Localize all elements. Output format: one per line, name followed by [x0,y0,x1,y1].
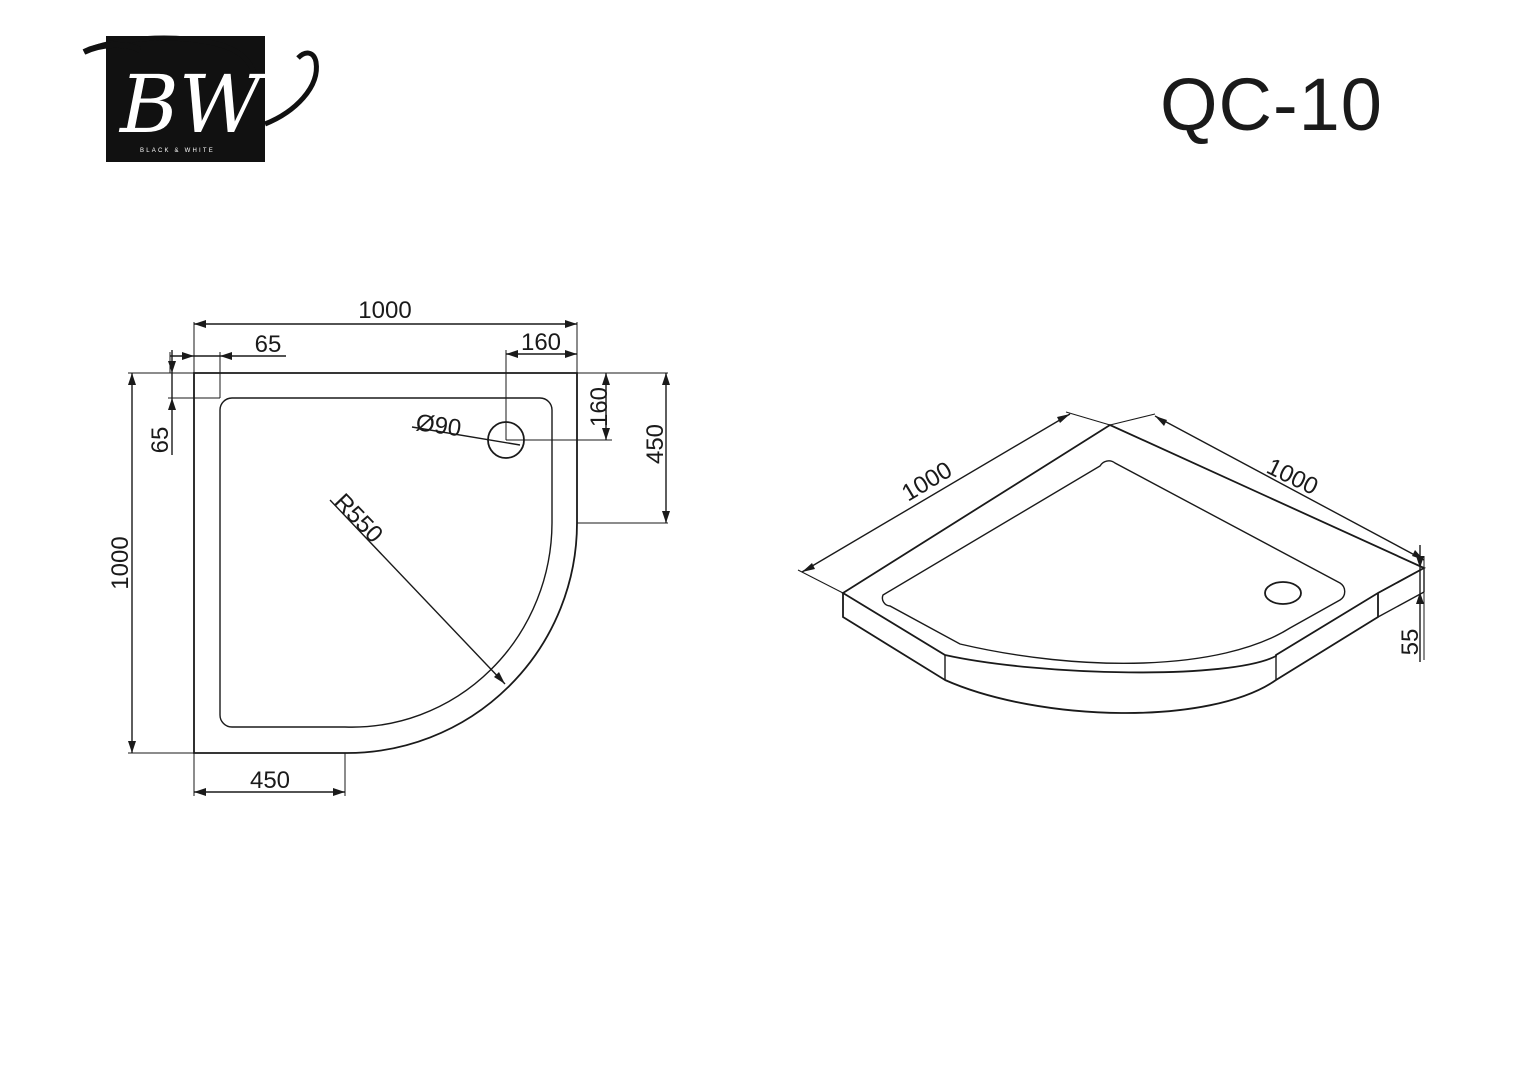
iso-drain [1264,581,1302,605]
logo-letters: BW [118,58,267,151]
basin-outline [219,397,553,728]
dim-left-height: 1000 [107,536,134,589]
logo-background [106,36,265,162]
iso-dim-right: 1000 [1262,453,1322,501]
iso-basin-outline [881,460,1346,664]
iso-dim-line-left [801,413,1071,573]
top-view: R550 Ø90 1000 65 160 160 450 [107,297,670,796]
logo-swoosh-left [82,35,258,96]
logo-subtitle: BLACK & WHITE [140,148,215,154]
dim-drain-y: 160 [586,387,613,427]
drain-leader [411,426,521,446]
radius-leader [329,499,506,685]
drain-diameter-label: Ø90 [414,409,463,442]
dim-top-width: 1000 [358,297,411,324]
iso-dim-line-right [1154,415,1425,561]
dim-rim-top: 65 [255,331,282,358]
model-code: QC-10 [1160,63,1383,146]
iso-side-outline [842,593,1379,714]
iso-dim-height: 55 [1397,629,1424,656]
dim-straight-bottom: 450 [250,767,290,794]
radius-label: R550 [329,488,388,548]
iso-top-outline [841,423,1427,674]
brand-logo: BW BLACK & WHITE [80,32,325,167]
tray-outline [193,372,578,754]
iso-view: 1000 1000 55 [797,411,1427,714]
dim-rim-left: 65 [147,427,174,454]
logo-swoosh-right [264,50,319,127]
dim-drain-x: 160 [521,329,561,356]
iso-dim-left: 1000 [897,457,957,508]
dim-straight-right: 450 [642,424,669,464]
